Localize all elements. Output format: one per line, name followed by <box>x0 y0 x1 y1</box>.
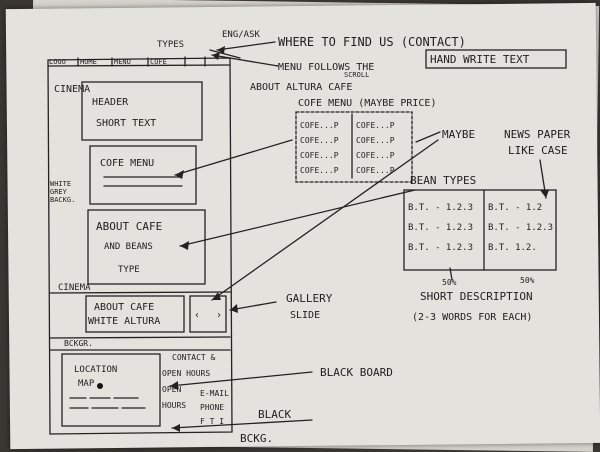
menu-item: COFE...P <box>300 151 339 160</box>
maybe-note: MAYBE <box>442 128 475 141</box>
menu-item: COFE...P <box>300 166 339 175</box>
slide-note: SLIDE <box>290 310 320 321</box>
cofe-menu-note: COFE MENU (MAYBE PRICE) <box>298 98 436 109</box>
open-hours-label: OPEN HOURS <box>162 369 210 378</box>
cinema-label-top: CINEMA <box>54 84 90 95</box>
white-altura-label: WHITE ALTURA <box>88 316 160 327</box>
menu-item: COFE...P <box>356 136 395 145</box>
menu-item: COFE...P <box>300 121 339 130</box>
grey-label: GREY <box>50 188 68 196</box>
scroll-note: SCROLL <box>344 71 369 79</box>
about-altura-note: ABOUT ALTURA CAFE <box>250 82 352 93</box>
white-label: WHITE <box>50 180 71 188</box>
words-each-note: (2-3 WORDS FOR EACH) <box>412 312 532 323</box>
where-to-find-note: WHERE TO FIND US (CONTACT) <box>278 35 466 49</box>
like-case-note: LIKE CASE <box>508 144 568 157</box>
gallery-next-icon[interactable]: › <box>216 310 222 321</box>
menu-follows-note: MENU FOLLOWS THE <box>278 62 374 73</box>
bean-types-title: BEAN TYPES <box>410 174 476 187</box>
newspaper-note: NEWS PAPER <box>504 128 571 141</box>
social-icons-label: F T I <box>200 417 224 426</box>
menu-item: COFE...P <box>356 121 395 130</box>
bckg-note: BCKG. <box>240 432 273 445</box>
bean-item: B.T. - 1.2.3 <box>408 223 473 233</box>
nav-home[interactable]: HOME <box>80 58 97 66</box>
blackboard-note: BLACK BOARD <box>320 366 393 379</box>
nav-menu[interactable]: MENU <box>114 58 131 66</box>
black-note: BLACK <box>258 408 291 421</box>
bean-item: B.T. - 1.2.3 <box>408 243 473 253</box>
bean-item: B.T. - 1.2.3 <box>408 203 473 213</box>
pct-left: 50% <box>442 278 457 287</box>
map-label: MAP <box>78 379 95 389</box>
short-text-label: SHORT TEXT <box>96 118 156 129</box>
eng-ask-label: ENG/ASK <box>222 30 261 40</box>
map-marker-icon <box>97 383 103 389</box>
email-label: E-MAIL <box>200 389 229 398</box>
hand-write-note: HAND WRITE TEXT <box>430 53 530 66</box>
bckgr-label: BCKGR. <box>64 339 93 348</box>
and-beans-label: AND BEANS <box>104 242 153 252</box>
bean-item: B.T. - 1.2.3 <box>488 223 553 233</box>
gallery-note: GALLERY <box>286 292 333 305</box>
menu-item: COFE...P <box>356 166 395 175</box>
about-cafe-2-label: ABOUT CAFE <box>94 302 154 313</box>
location-label: LOCATION <box>74 365 117 375</box>
backg-label: BACKG. <box>50 196 75 204</box>
pct-right: 50% <box>520 276 535 285</box>
short-desc-note: SHORT DESCRIPTION <box>420 290 533 303</box>
menu-item: COFE...P <box>300 136 339 145</box>
contact-label: CONTACT & <box>172 353 216 362</box>
phone-label: PHONE <box>200 403 224 412</box>
hours-label: HOURS <box>162 401 186 410</box>
bean-item: B.T. - 1.2 <box>488 203 542 213</box>
open-label: OPEN <box>162 385 181 394</box>
nav-cofe[interactable]: COFE <box>150 58 167 66</box>
menu-item: COFE...P <box>356 151 395 160</box>
nav-logo[interactable]: LOGO <box>49 58 66 66</box>
about-cafe-label: ABOUT CAFE <box>96 220 162 233</box>
header-label: HEADER <box>92 97 129 108</box>
gallery-prev-icon[interactable]: ‹ <box>194 310 200 321</box>
types-label: TYPES <box>157 40 184 50</box>
cinema-label-bottom: CINEMA <box>58 283 91 293</box>
type-label: TYPE <box>118 265 140 275</box>
cofe-menu-label: COFE MENU <box>100 158 154 169</box>
bean-item: B.T. 1.2. <box>488 243 537 253</box>
